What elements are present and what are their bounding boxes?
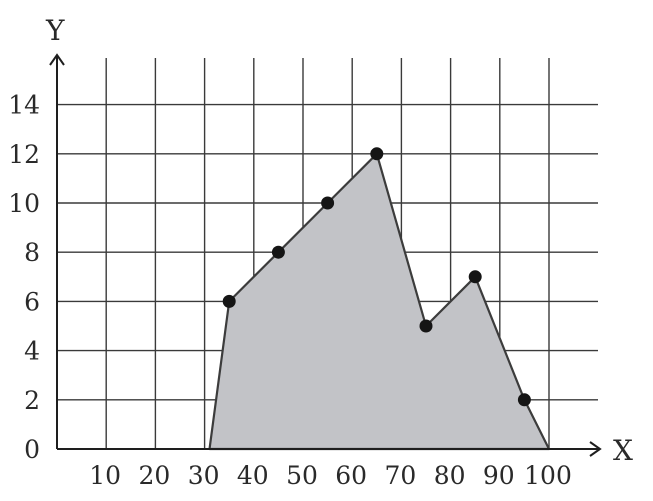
x-tick-label: 30 [188, 461, 220, 490]
data-point [271, 245, 285, 259]
data-point [468, 270, 482, 284]
x-tick-label: 90 [483, 461, 515, 490]
data-point [419, 319, 433, 333]
data-point [517, 393, 531, 407]
x-tick-label: 100 [524, 461, 572, 490]
data-point [370, 147, 384, 161]
data-point [222, 294, 236, 308]
x-tick-label: 80 [434, 461, 466, 490]
x-axis-label: X [613, 434, 633, 467]
x-tick-label: 20 [138, 461, 170, 490]
x-tick-label: 40 [237, 461, 269, 490]
y-tick-label: 0 [24, 435, 40, 464]
y-tick-label: 8 [24, 238, 40, 267]
y-tick-label: 6 [24, 287, 40, 316]
x-tick-label: 70 [384, 461, 416, 490]
area-series [208, 152, 551, 451]
data-points [222, 147, 531, 407]
x-tick-label: 10 [89, 461, 121, 490]
y-tick-label: 12 [8, 140, 40, 169]
area-shape [208, 152, 551, 451]
y-tick-label: 10 [8, 189, 40, 218]
y-axis-arrow-icon [49, 53, 65, 66]
y-axis-label: Y [45, 14, 65, 47]
y-tick-label: 4 [24, 337, 40, 366]
x-axis-arrow-icon [589, 441, 602, 457]
y-tick-label: 2 [24, 386, 40, 415]
x-tick-label: 50 [286, 461, 318, 490]
tick-labels: 10 20 30 40 50 60 70 80 90 100 0 2 4 6 8 10 12 14 [8, 91, 572, 490]
y-tick-label: 14 [8, 91, 40, 120]
axes [49, 53, 602, 457]
x-tick-label: 60 [335, 461, 367, 490]
data-point [321, 196, 335, 210]
